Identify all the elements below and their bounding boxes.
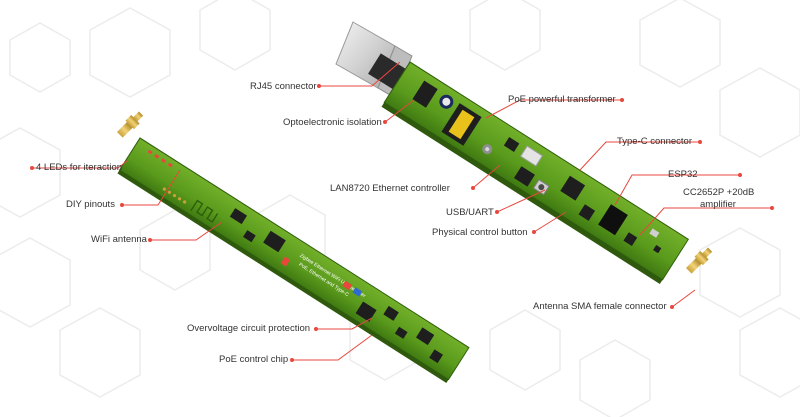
callout-line-rj45 <box>319 61 401 87</box>
label-optoelectronic-isolation: Optoelectronic isolation <box>283 117 382 128</box>
callout-line-overvoltage <box>316 317 373 330</box>
callout-line-lan8720 <box>472 164 501 189</box>
diy-pinouts <box>162 187 187 204</box>
callout-line-diy <box>122 169 181 206</box>
label-esp32: ESP32 <box>668 169 698 180</box>
wifi-antenna-trace <box>190 199 219 223</box>
callout-line-cc2652p <box>639 207 772 236</box>
left-pcb-board: Zigbee Ethernet WiFi USB adapter PoE, Et… <box>117 137 470 383</box>
poe-transformer <box>441 103 482 146</box>
label-diy-pinouts: DIY pinouts <box>66 199 115 210</box>
left-sma-connector <box>117 111 144 138</box>
lan8720-chip <box>513 166 535 187</box>
label-rj45-connector: RJ45 connector <box>250 81 317 92</box>
callout-line-type-c <box>579 141 700 171</box>
label-cc2652p-line2: amplifier <box>700 199 736 210</box>
callout-line-wifi <box>150 221 223 241</box>
label-type-c-connector: Type-C connector <box>617 136 692 147</box>
callout-line-usb-uart <box>496 189 546 213</box>
label-cc2652p-line1: CC2652P +20dB <box>683 187 755 198</box>
callout-lines <box>32 61 772 361</box>
label-poe-transformer: PoE powerful transformer <box>508 94 616 105</box>
cc2652p-chip <box>598 204 628 236</box>
label-antenna-sma: Antenna SMA female connector <box>533 301 667 312</box>
right-sma-connector <box>686 247 713 274</box>
label-poe-control-chip: PoE control chip <box>219 354 289 365</box>
callout-line-button <box>533 211 567 233</box>
type-c-connector <box>520 145 544 167</box>
optocoupler <box>412 80 438 108</box>
led-row <box>147 149 173 168</box>
label-lan8720: LAN8720 Ethernet controller <box>330 183 450 194</box>
label-physical-control-button: Physical control button <box>432 227 528 238</box>
callout-line-poe-transformer <box>485 99 622 119</box>
label-leds: 4 LEDs for iteraction <box>36 162 123 173</box>
callout-line-sma <box>671 289 696 308</box>
callout-line-opto <box>384 99 415 123</box>
label-overvoltage-protection: Overvoltage circuit protection <box>187 323 311 334</box>
callout-line-esp32 <box>614 174 740 206</box>
label-usb-uart: USB/UART <box>446 207 494 218</box>
callout-dots <box>30 84 774 362</box>
esp32-chip <box>560 175 586 201</box>
right-pcb-board <box>381 61 690 285</box>
callout-line-leds <box>32 159 129 169</box>
callout-line-poe-chip <box>292 334 373 361</box>
label-wifi-antenna: WiFi antenna <box>91 234 147 245</box>
